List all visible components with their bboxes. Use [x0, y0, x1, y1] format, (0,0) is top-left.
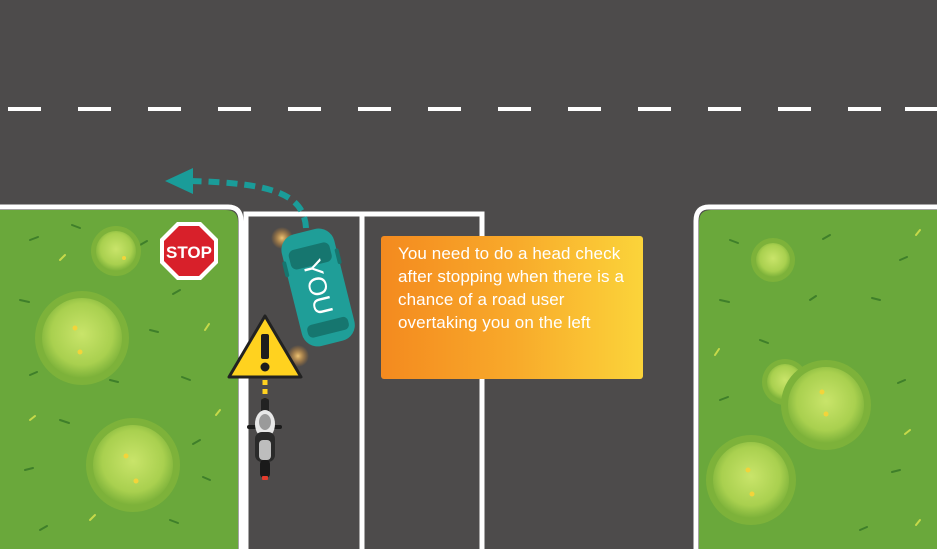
bush: [35, 291, 129, 385]
bush: [86, 418, 180, 512]
bush: [751, 238, 795, 282]
bush: [706, 435, 796, 525]
info-callout: You need to do a head check after stoppi…: [381, 236, 643, 379]
stop-sign: STOP: [160, 222, 218, 280]
bush: [91, 226, 141, 276]
stop-sign-text: STOP: [166, 243, 212, 262]
bush: [781, 360, 871, 450]
